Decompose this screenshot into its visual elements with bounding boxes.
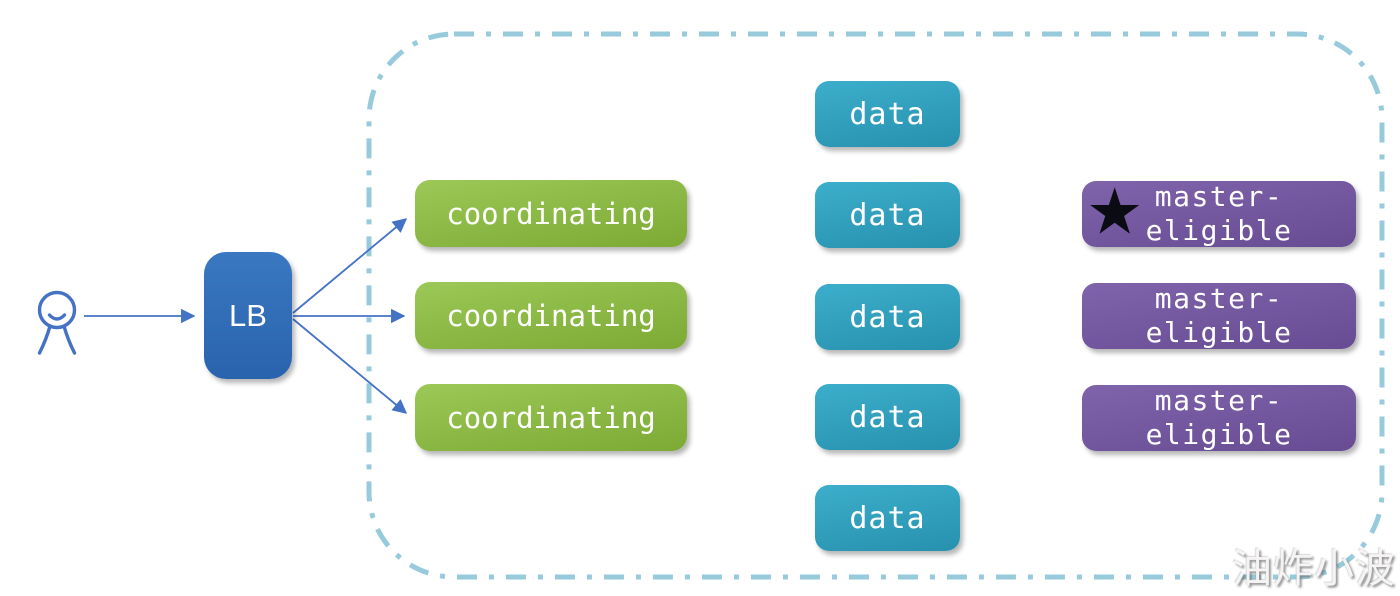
coordinating-node: coordinating bbox=[415, 282, 687, 349]
data-node: data bbox=[815, 182, 960, 248]
star-icon: ★ bbox=[1086, 175, 1145, 250]
coordinating-node: coordinating bbox=[415, 180, 687, 247]
watermark-text: 油炸小波 bbox=[1232, 546, 1396, 592]
master-node-label: master- eligible bbox=[1145, 282, 1293, 349]
data-node: data bbox=[815, 81, 960, 147]
person-icon bbox=[37, 290, 77, 355]
master-eligible-node-active: ★ master- eligible bbox=[1082, 175, 1356, 250]
coordinating-node: coordinating bbox=[415, 384, 687, 451]
master-node-label: master- eligible bbox=[1145, 384, 1293, 451]
data-node: data bbox=[815, 384, 960, 450]
master-eligible-node: master- eligible bbox=[1082, 384, 1356, 451]
arrow-lb-to-coordinating-1 bbox=[292, 218, 408, 314]
master-eligible-node: master- eligible bbox=[1082, 282, 1356, 349]
load-balancer-node: LB bbox=[204, 252, 292, 379]
arrow-lb-to-coordinating-3 bbox=[292, 318, 408, 414]
data-node: data bbox=[815, 284, 960, 350]
master-node-label: master- eligible bbox=[1145, 180, 1293, 247]
data-node: data bbox=[815, 485, 960, 551]
